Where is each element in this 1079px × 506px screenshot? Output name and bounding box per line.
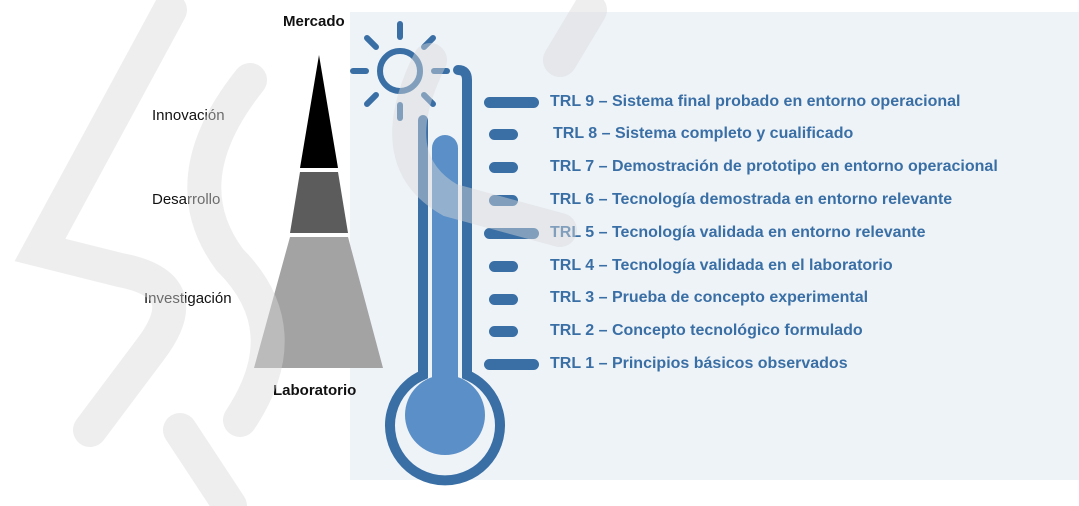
trl-label-3: TRL 3 – Prueba de concepto experimental (550, 289, 869, 306)
trl-label-7: TRL 7 – Demostración de prototipo en ent… (550, 158, 998, 175)
trl-label-2: TRL 2 – Concepto tecnológico formulado (550, 322, 863, 339)
pyramid-stage-label: Desarrollo (152, 191, 221, 208)
pyramid-stage-desarrollo (290, 172, 348, 233)
pyramid-stage-label: Investigación (144, 290, 232, 307)
pyramid-stage-innovacion (300, 55, 338, 168)
trl-marker-8 (489, 129, 518, 140)
trl-marker-7 (489, 162, 518, 173)
sun-icon (350, 21, 450, 121)
thermometer-outline (385, 65, 505, 486)
pyramid-top-label: Mercado (283, 13, 345, 30)
trl-marker-5 (484, 228, 539, 239)
trl-marker-2 (489, 326, 518, 337)
trl-label-4: TRL 4 – Tecnología validada en el labora… (550, 257, 893, 274)
trl-marker-9 (484, 97, 539, 108)
pyramid-stage-investigacion (254, 237, 383, 368)
trl-label-5: TRL 5 – Tecnología validada en entorno r… (550, 224, 926, 241)
pyramid-stage-label: Innovación (152, 107, 225, 124)
trl-marker-3 (489, 294, 518, 305)
thermometer-mercury-column (432, 135, 458, 395)
pyramid (254, 55, 383, 368)
trl-marker-4 (489, 261, 518, 272)
trl-label-6: TRL 6 – Tecnología demostrada en entorno… (550, 191, 953, 208)
trl-label-1: TRL 1 – Principios básicos observados (550, 355, 848, 372)
trl-marker-6 (489, 195, 518, 206)
trl-label-9: TRL 9 – Sistema final probado en entorno… (550, 93, 961, 110)
trl-label-8: TRL 8 – Sistema completo y cualificado (553, 125, 854, 142)
thermometer (385, 65, 505, 486)
thermometer-bulb (405, 375, 485, 455)
trl-marker-1 (484, 359, 539, 370)
pyramid-bottom-label: Laboratorio (273, 382, 357, 399)
